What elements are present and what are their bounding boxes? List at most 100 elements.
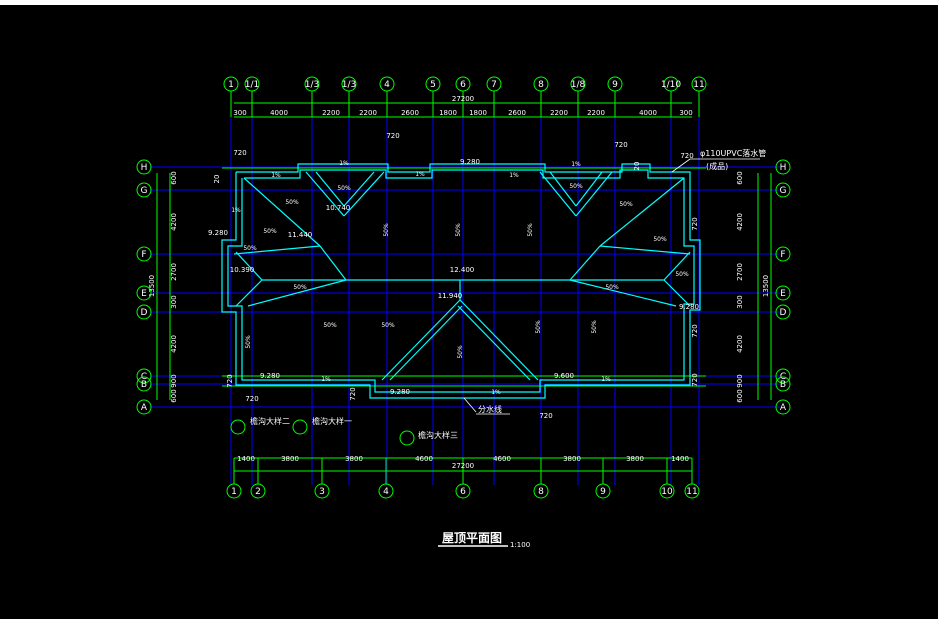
right-dimension: 900 [736, 374, 744, 387]
left-axis-bubble: B [136, 376, 152, 392]
top-dimension: 2600 [508, 109, 526, 117]
right-dimension: 600 [736, 171, 744, 184]
detail-callout-1: 檐沟大样一 [292, 416, 352, 435]
bottom-axis-bubble: 8 [533, 458, 549, 499]
right-axis-label: F [780, 250, 785, 260]
elevation-label: 9.600 [554, 372, 574, 380]
gutter-width-label: 720 [614, 141, 627, 149]
detail-callout-2: 檐沟大样二 [230, 416, 290, 435]
left-axis-label: G [141, 186, 148, 196]
bottom-axis-bubble: 9 [595, 458, 611, 499]
drawing-scale: 1:100 [510, 541, 530, 549]
slope-label: 1% [415, 171, 425, 178]
slope-labels: 1%1%1%1%1%1%1%1%1%50%50%50%50%50%50%50%5… [231, 160, 689, 396]
right-axis-label: E [780, 289, 786, 299]
right-axis-bubble: A [775, 399, 791, 415]
bottom-axis-bubble: 6 [455, 458, 471, 499]
right-dimension: 600 [736, 389, 744, 402]
right-axis-label: B [780, 380, 786, 390]
left-axis-label: F [141, 250, 146, 260]
top-axis-label: 1/8 [571, 80, 586, 90]
top-dimension: 4000 [639, 109, 657, 117]
bottom-axis-bubble: 10 [659, 458, 675, 499]
top-axis-label: 1/3 [305, 80, 319, 90]
right-dimension: 4200 [736, 335, 744, 353]
left-axis-bubble: F [136, 246, 152, 262]
right-dimension: 300 [736, 295, 744, 308]
gutter-width-label: 720 [386, 132, 399, 140]
top-axis-bubble: 9 [607, 76, 623, 117]
roof-outline [221, 163, 701, 399]
slope-label: 50% [337, 185, 351, 192]
top-dimension: 1800 [469, 109, 487, 117]
top-axis-label: 4 [384, 80, 390, 90]
left-axis-bubble: E [136, 285, 152, 301]
right-axis-label: D [780, 308, 787, 318]
right-axis-bubble: D [775, 304, 791, 320]
top-axis-bubble: 1/3 [341, 76, 357, 117]
elevation-label: 9.280 [208, 229, 228, 237]
bottom-axis-label: 2 [255, 487, 261, 497]
top-axis-label: 1 [228, 80, 234, 90]
drawing-title: 屋顶平面图 [442, 531, 502, 545]
top-dimension: 300 [233, 109, 246, 117]
right-axis-label: H [780, 163, 787, 173]
top-axis-label: 1/1 [245, 80, 259, 90]
left-axis-bubble: G [136, 182, 152, 198]
gutter-width-label: 720 [539, 412, 552, 420]
detail-callout-1-label: 檐沟大样一 [312, 416, 352, 426]
gutter-width-label: 720 [233, 149, 246, 157]
bottom-dimension: 3800 [626, 455, 644, 463]
top-dimension: 1800 [439, 109, 457, 117]
bottom-axis-label: 3 [319, 487, 325, 497]
bottom-axis-bubble: 2 [250, 458, 266, 499]
slope-label: 50% [383, 223, 390, 237]
gutter-offset-label: 20 [633, 162, 641, 171]
gutter-width-label: 720 [691, 373, 699, 386]
gutter-width-label: 720 [245, 395, 258, 403]
left-dimension: 4200 [170, 335, 178, 353]
right-axis-bubble: G [775, 182, 791, 198]
top-axis-bubble: 1/10 [661, 76, 681, 117]
top-dimension: 2600 [401, 109, 419, 117]
left-dimension: 300 [170, 295, 178, 308]
left-axis-bubble: D [136, 304, 152, 320]
slope-label: 1% [571, 161, 581, 168]
downpipe-note: φ110UPVC落水管 [700, 148, 766, 158]
slope-label: 50% [675, 271, 689, 278]
bottom-axis-label: 1 [231, 487, 237, 497]
right-axis-bubble: B [775, 376, 791, 392]
detail-callout-3: 檐沟大样三 [399, 430, 458, 446]
slope-label: 1% [231, 207, 241, 214]
gutter-width-label: 720 [349, 387, 357, 400]
bottom-axis-label: 8 [538, 487, 544, 497]
bottom-dimension: 4600 [415, 455, 433, 463]
top-axis-bubble: 11 [691, 76, 707, 117]
bottom-axis-label: 6 [460, 487, 466, 497]
bottom-dimension: 1400 [671, 455, 689, 463]
left-axis-label: H [141, 163, 148, 173]
left-dimension: 2700 [170, 263, 178, 281]
right-axis-bubble: H [775, 159, 791, 175]
window-top-border [0, 0, 938, 5]
top-axis-bubble: 6 [455, 76, 471, 117]
bottom-axis-bubble: 11 [684, 458, 700, 499]
top-dimension: 2200 [550, 109, 568, 117]
top-axis-label: 1/10 [661, 80, 681, 90]
left-dimension: 600 [170, 171, 178, 184]
ridge-split-note: 分水线 [478, 404, 502, 414]
top-axis-bubble: 1/8 [570, 76, 586, 117]
slope-label: 50% [455, 223, 462, 237]
slope-label: 50% [285, 199, 299, 206]
slope-label: 50% [605, 284, 619, 291]
bottom-dimension: 1400 [237, 455, 255, 463]
top-dimension: 2200 [322, 109, 340, 117]
right-total-dimension: 13500 [762, 275, 770, 297]
gutter-width-label: 720 [226, 374, 234, 387]
right-axis-label: A [780, 403, 787, 413]
